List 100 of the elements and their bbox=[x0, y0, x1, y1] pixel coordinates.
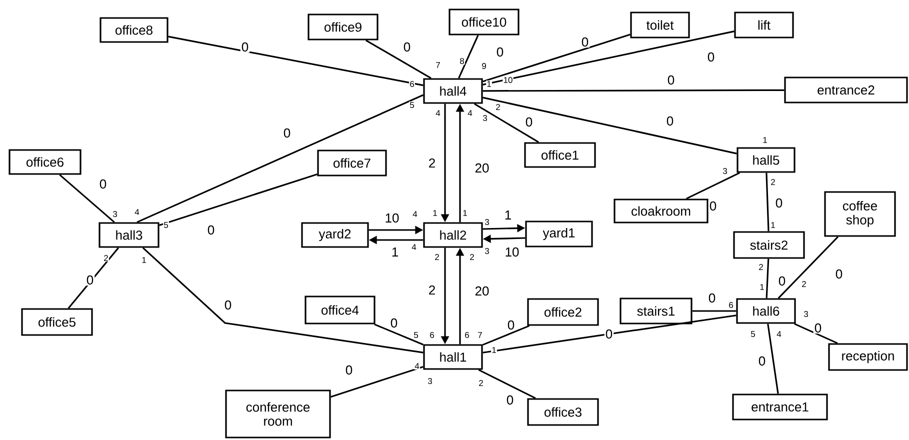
room-box: entrance2 bbox=[784, 76, 908, 104]
edge-label: 0 bbox=[813, 322, 823, 334]
port-number: 3 bbox=[112, 210, 118, 218]
room-box: yard1 bbox=[525, 220, 593, 248]
connector bbox=[136, 94, 424, 223]
edge-label: 0 bbox=[206, 224, 216, 236]
edge-label: 0 bbox=[402, 41, 412, 53]
room-box: office7 bbox=[317, 150, 387, 176]
room-box: coffee shop bbox=[824, 191, 896, 237]
connector bbox=[374, 324, 424, 346]
connector bbox=[474, 103, 540, 143]
room-box: hall6 bbox=[736, 298, 796, 324]
edge-label: 20 bbox=[474, 162, 490, 174]
room-box: cloakroom bbox=[614, 198, 708, 224]
edge-label: 0 bbox=[344, 364, 354, 376]
connector bbox=[68, 247, 120, 309]
edge-label: 0 bbox=[666, 74, 676, 86]
connector bbox=[778, 236, 839, 299]
port-number: 4 bbox=[411, 243, 417, 251]
port-number: 1 bbox=[491, 346, 497, 354]
connector bbox=[365, 40, 432, 79]
port-number: 2 bbox=[758, 263, 764, 271]
room-box: office8 bbox=[100, 17, 168, 43]
port-number: 1 bbox=[432, 209, 438, 217]
edge-label: 1 bbox=[503, 210, 513, 220]
connector bbox=[482, 89, 784, 92]
edge-label: 0 bbox=[706, 51, 716, 63]
port-number: 6 bbox=[728, 301, 734, 309]
room-box: entrance1 bbox=[732, 394, 828, 420]
room-box: office9 bbox=[308, 14, 378, 40]
room-box: hall4 bbox=[423, 78, 483, 104]
edge-label: 0 bbox=[604, 328, 614, 340]
connector bbox=[482, 96, 737, 154]
port-number: 10 bbox=[502, 76, 514, 84]
port-number: 2 bbox=[495, 103, 501, 111]
edge-label: 0 bbox=[757, 355, 767, 367]
room-box: hall1 bbox=[423, 344, 483, 370]
room-box: hall2 bbox=[423, 222, 483, 248]
port-number: 4 bbox=[467, 109, 473, 117]
connector bbox=[482, 34, 630, 82]
room-box: stairs2 bbox=[733, 231, 805, 259]
port-number: 4 bbox=[414, 362, 420, 370]
edge-label: 0 bbox=[389, 317, 399, 329]
room-box: hall3 bbox=[98, 222, 160, 248]
port-number: 3 bbox=[722, 167, 728, 175]
port-number: 2 bbox=[478, 379, 484, 387]
connector bbox=[478, 369, 536, 399]
port-number: 4 bbox=[435, 109, 441, 117]
edge-label: 0 bbox=[495, 46, 505, 58]
edge-label: 0 bbox=[777, 275, 787, 287]
edge-label: 0 bbox=[505, 394, 515, 406]
edge-label: 0 bbox=[85, 274, 95, 286]
edge-label: 0 bbox=[282, 127, 292, 139]
port-number: 2 bbox=[103, 254, 109, 262]
edge-label: 0 bbox=[580, 36, 590, 48]
port-number: 1 bbox=[486, 80, 492, 88]
port-number: 5 bbox=[750, 330, 756, 338]
edge-label: 10 bbox=[504, 246, 520, 258]
room-box: reception bbox=[828, 343, 908, 371]
port-number: 5 bbox=[413, 331, 419, 339]
edge-label: 0 bbox=[98, 178, 108, 190]
port-number: 4 bbox=[412, 210, 418, 218]
connector bbox=[692, 310, 736, 312]
port-number: 7 bbox=[435, 61, 441, 69]
port-number: 9 bbox=[481, 62, 487, 70]
edge-label: 20 bbox=[474, 285, 490, 297]
connector bbox=[482, 30, 734, 86]
edge-label: 0 bbox=[506, 319, 516, 331]
port-number: 2 bbox=[434, 253, 440, 261]
port-number: 6 bbox=[409, 80, 415, 88]
edge-label: 0 bbox=[707, 292, 717, 304]
room-box: office6 bbox=[8, 149, 82, 175]
port-number: 3 bbox=[482, 114, 488, 122]
connector bbox=[686, 172, 740, 200]
port-number: 7 bbox=[477, 331, 483, 339]
edge-label: 0 bbox=[223, 299, 233, 311]
room-box: stairs1 bbox=[620, 298, 692, 324]
room-box: office2 bbox=[527, 298, 599, 326]
connector bbox=[482, 314, 736, 354]
room-box: office4 bbox=[304, 296, 376, 324]
port-number: 1 bbox=[462, 209, 468, 217]
connector bbox=[159, 173, 318, 226]
room-box: yard2 bbox=[301, 222, 369, 248]
connector bbox=[168, 36, 424, 86]
edge-label: 0 bbox=[665, 115, 675, 127]
connector bbox=[794, 323, 838, 344]
room-box: office1 bbox=[524, 142, 596, 168]
port-number: 6 bbox=[464, 331, 470, 339]
room-box: office10 bbox=[448, 8, 520, 36]
port-number: 2 bbox=[801, 280, 807, 288]
port-number: 1 bbox=[759, 283, 765, 291]
edge-label: 2 bbox=[427, 284, 437, 296]
edge-label: 0 bbox=[834, 268, 844, 280]
port-number: 8 bbox=[459, 57, 465, 65]
port-number: 4 bbox=[776, 330, 782, 338]
connector bbox=[767, 324, 779, 394]
connector bbox=[458, 34, 479, 79]
connector bbox=[766, 172, 770, 232]
room-box: lift bbox=[734, 12, 794, 38]
connector bbox=[59, 174, 115, 223]
